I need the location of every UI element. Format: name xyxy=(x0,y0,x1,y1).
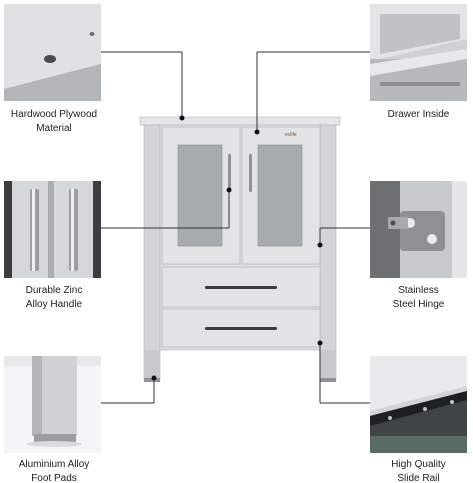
drawer-inside-label: Drawer Inside xyxy=(364,108,473,122)
hinge-label-line1: Stainless xyxy=(398,285,439,296)
steel-hinge-label: Stainless Steel Hinge xyxy=(364,284,473,312)
foot-label-line2: Foot Pads xyxy=(31,473,77,483)
rail-label-line2: Slide Rail xyxy=(397,473,440,483)
foot-pad-closeup xyxy=(4,356,101,453)
plywood-label-line2: Material xyxy=(36,123,72,134)
cabinet-brand-text: eclife xyxy=(285,132,297,138)
foot-pad-label: Aluminium Alloy Foot Pads xyxy=(0,458,108,483)
cabinet-drawing: eclife xyxy=(139,116,341,382)
steel-hinge-closeup xyxy=(370,181,467,278)
vanity-cabinet: eclife xyxy=(135,112,345,387)
slide-rail-label: High Quality Slide Rail xyxy=(364,458,473,483)
hinge-label-line2: Steel Hinge xyxy=(392,299,445,310)
slide-rail-closeup xyxy=(370,356,467,453)
plywood-material-label: Hardwood Plywood Material xyxy=(0,108,108,136)
zinc-handle-label: Durable Zinc Alloy Handle xyxy=(0,284,108,312)
foot-label-line1: Aluminium Alloy xyxy=(18,459,90,470)
plywood-top-closeup xyxy=(4,4,101,101)
zinc-handle-closeup xyxy=(4,181,101,278)
plywood-label-line1: Hardwood Plywood xyxy=(10,109,98,120)
drawer-label-line1: Drawer Inside xyxy=(387,109,450,120)
drawer-inside-closeup xyxy=(370,4,467,101)
handle-label-line1: Durable Zinc xyxy=(25,285,83,296)
rail-label-line1: High Quality xyxy=(391,459,446,470)
handle-label-line2: Alloy Handle xyxy=(25,299,83,310)
